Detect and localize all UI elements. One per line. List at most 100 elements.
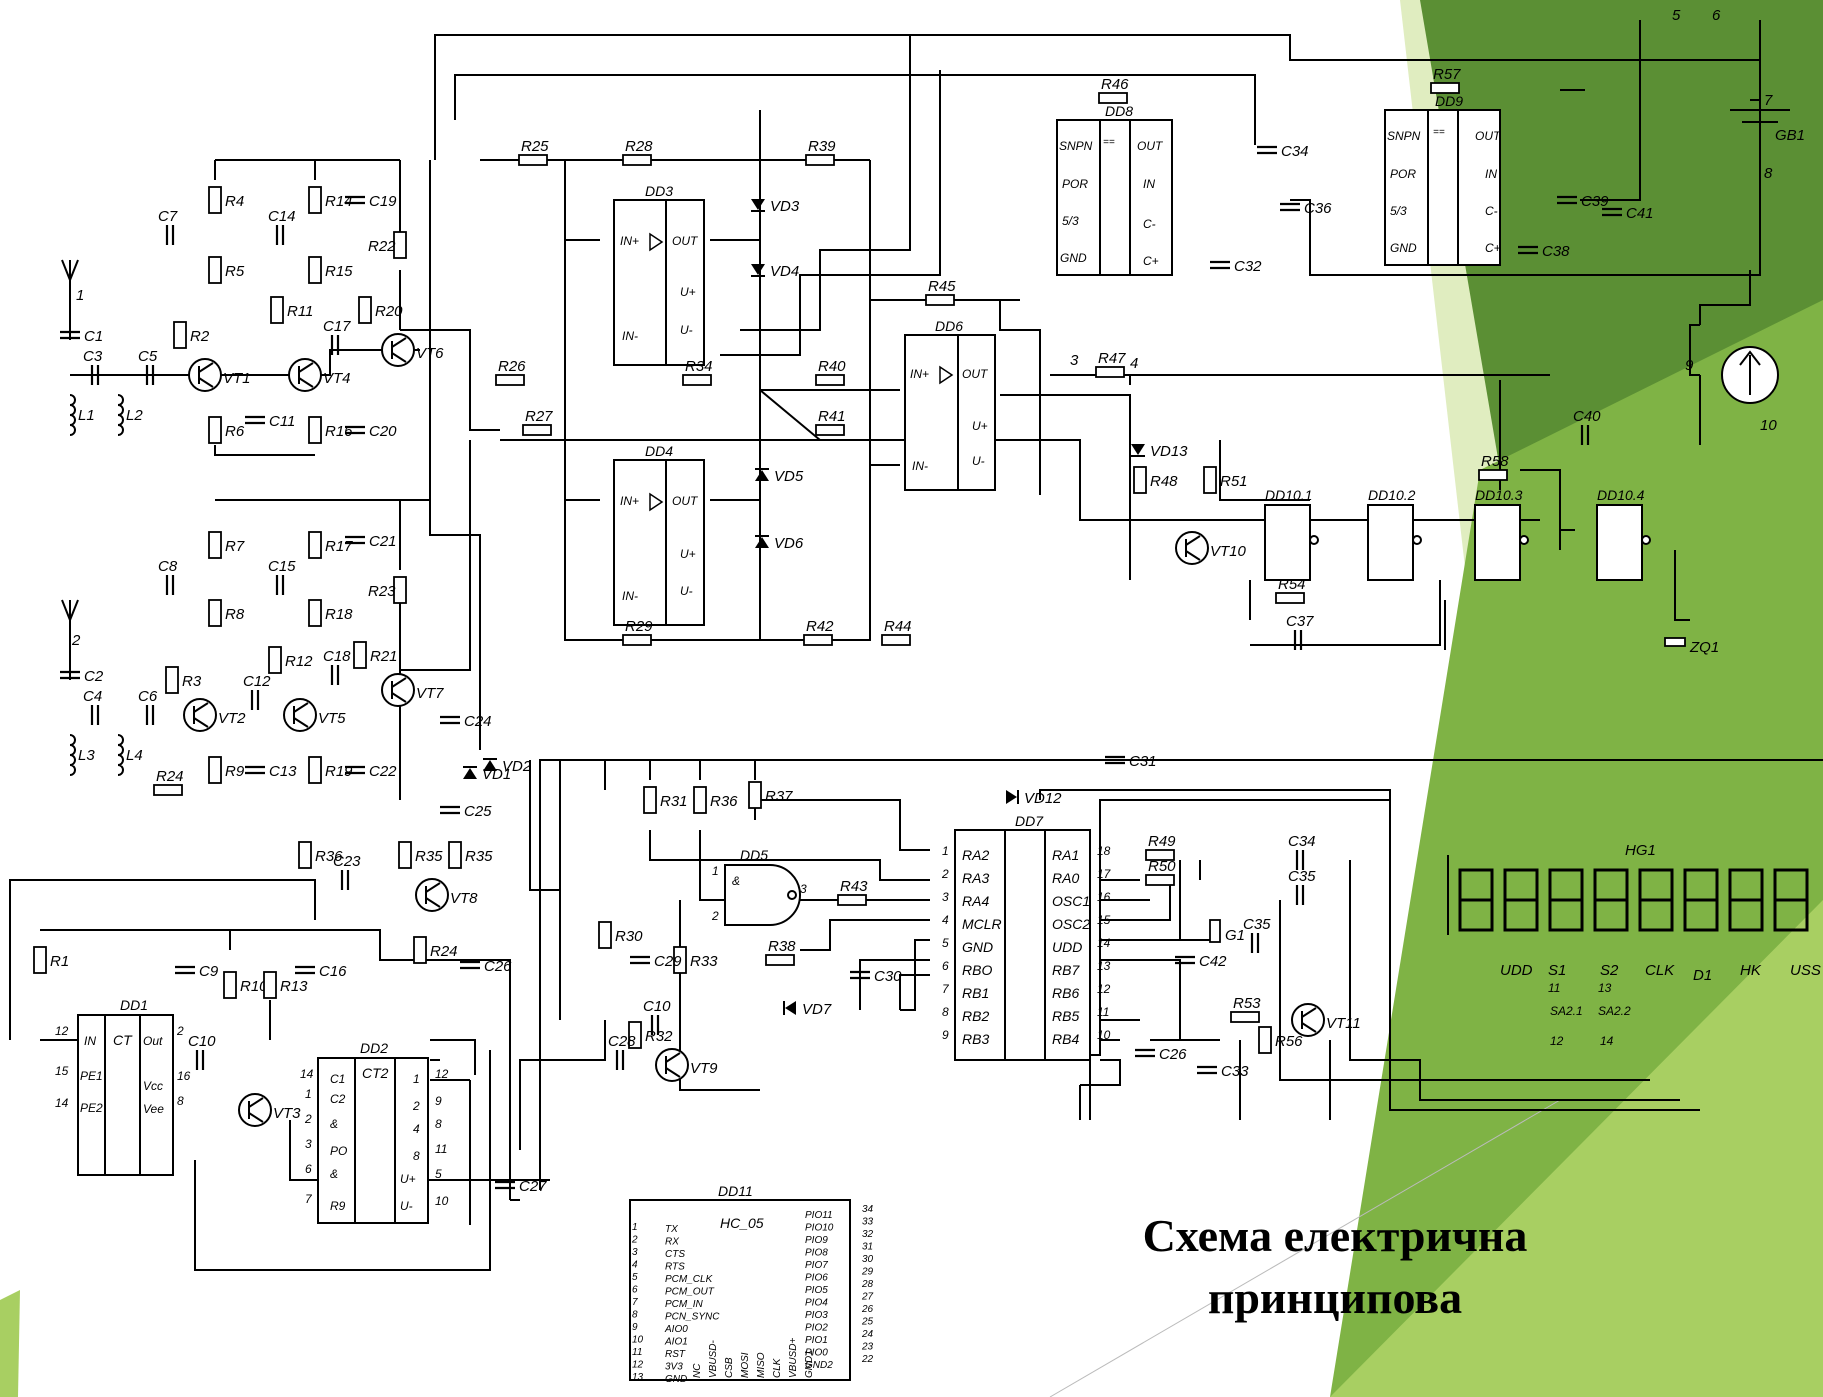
svg-text:OUT: OUT — [1137, 139, 1164, 153]
svg-text:DD8: DD8 — [1105, 103, 1133, 119]
capacitor-label: C26 — [1159, 1046, 1187, 1063]
deco-band-light — [1330, 900, 1823, 1397]
resistor-label: R35 — [465, 848, 493, 865]
svg-text:U+: U+ — [680, 285, 696, 299]
resistor-label: R50 — [1148, 858, 1176, 875]
svg-text:U+: U+ — [680, 547, 696, 561]
transistor-label: VT11 — [1326, 1015, 1361, 1032]
chip-dd9: DD9 SNPN POR 5/3 GND OUT IN C- C+ == — [1384, 93, 1502, 266]
svg-text:IN-: IN- — [622, 329, 638, 343]
svg-text:SA2.1: SA2.1 — [1550, 1004, 1583, 1018]
resistor-label: R12 — [285, 653, 313, 670]
capacitor-c41: C41 — [1602, 205, 1654, 222]
svg-text:2: 2 — [412, 1099, 420, 1113]
svg-text:U-: U- — [400, 1199, 413, 1213]
dd7-pin-num: 18 — [1097, 844, 1111, 858]
resistor-label: R48 — [1150, 473, 1178, 490]
dd7-pin-right: RB7 — [1052, 962, 1080, 978]
capacitor-label: C9 — [199, 963, 219, 980]
dd11-pin-num: 5 — [632, 1272, 638, 1283]
capacitor-label: C8 — [158, 558, 178, 575]
node-number: 3 — [1070, 352, 1079, 369]
capacitor-c1: C1 — [60, 328, 103, 345]
dd11-pin-right: PIO2 — [805, 1323, 828, 1334]
transistor-vt4: VT4 — [288, 358, 351, 392]
svg-text:10: 10 — [435, 1194, 449, 1208]
resistor-label: R24 — [430, 943, 458, 960]
dd7-pin-num: 2 — [941, 867, 949, 881]
dd11-pin-num: 26 — [861, 1304, 874, 1315]
capacitor-label: C10 — [643, 998, 671, 1015]
dd11-pin-left: AIO1 — [664, 1337, 688, 1348]
resistor-r33: R33 — [673, 946, 718, 974]
svg-text:5: 5 — [435, 1167, 442, 1181]
resistor-label: R24 — [156, 768, 184, 785]
resistor-label: R17 — [325, 538, 353, 555]
caption: Схема електрична принципова — [1130, 1205, 1540, 1329]
node-number: 5 — [1672, 7, 1681, 24]
dd11-pin-bottom: VBUSD- — [708, 1340, 719, 1378]
capacitor-c26: C26 — [460, 958, 512, 975]
current-source — [1721, 346, 1779, 404]
capacitor-label: C3 — [83, 348, 103, 365]
svg-text:DD3: DD3 — [645, 183, 673, 199]
dd11-pin-left: TX — [665, 1224, 678, 1235]
node-number: 4 — [1130, 355, 1138, 372]
resistor-r36: R36 — [298, 841, 343, 869]
dd7-pin-left: RB3 — [962, 1031, 989, 1047]
resistor-r38: R38 — [765, 938, 796, 966]
resistor-r18: R18 — [308, 599, 353, 627]
dd11-pin-left: PCN_SYNC — [665, 1312, 720, 1323]
dd7-pin-left: MCLR — [962, 916, 1002, 932]
dd7-pin-left: RB2 — [962, 1008, 989, 1024]
transistor-label: VT8 — [450, 890, 478, 907]
diode-label: VD3 — [770, 198, 800, 215]
dd7-pin-left: RB1 — [962, 985, 989, 1001]
diode-vd3: VD3 — [751, 198, 800, 215]
transistor-label: VT3 — [273, 1105, 301, 1122]
dd1-label: DD1 — [120, 997, 148, 1013]
svg-text:12: 12 — [435, 1067, 449, 1081]
dd1-pin-in: IN — [84, 1034, 96, 1048]
capacitor-c40: C40 — [1573, 408, 1601, 445]
dd11-pin-num: 29 — [861, 1267, 874, 1278]
display-digit — [1548, 868, 1584, 932]
dd11-pin-num: 4 — [632, 1260, 638, 1271]
chip-dd5: DD5 & 1 2 3 — [711, 847, 807, 926]
dd11-pin-right: PIO0 — [805, 1348, 828, 1359]
resistor-r15: R15 — [308, 256, 353, 284]
resistor-r51: R51 — [1203, 466, 1248, 494]
dd11-pin-right: PIO5 — [805, 1285, 828, 1296]
svg-text:IN: IN — [1143, 177, 1155, 191]
resistor-label: R8 — [225, 606, 245, 623]
capacitor-c15: C15 — [268, 558, 296, 595]
dd7-pin-num: 12 — [1097, 982, 1111, 996]
dd11-pin-num: 8 — [632, 1310, 638, 1321]
capacitor-c29: C29 — [630, 953, 682, 970]
dd11-pin-num: 13 — [632, 1372, 644, 1383]
svg-text:3: 3 — [305, 1137, 312, 1151]
diode-label: VD12 — [1024, 790, 1062, 807]
transistor-label: VT4 — [323, 370, 351, 387]
capacitor-label: C34 — [1288, 833, 1316, 850]
inductor-l3: L3 — [69, 734, 95, 776]
capacitor-label: C39 — [1581, 193, 1609, 210]
resistor-label: R49 — [1148, 833, 1176, 850]
capacitor-c9: C9 — [175, 963, 219, 980]
svg-text:6: 6 — [305, 1162, 312, 1176]
capacitor-c30: C30 — [850, 968, 902, 985]
svg-text:C2: C2 — [330, 1092, 346, 1106]
dd11-pin-num: 12 — [632, 1360, 644, 1371]
svg-text:12: 12 — [1550, 1034, 1564, 1048]
svg-text:14: 14 — [300, 1067, 314, 1081]
svg-text:DD5: DD5 — [740, 847, 768, 863]
dd7-pin-num: 11 — [1097, 1005, 1109, 1019]
capacitor-c8: C8 — [158, 558, 178, 595]
dd7-pin-left: RBO — [962, 962, 992, 978]
chip-pin-lists: RA21RA32RA43MCLR4GND5RBO6RB17RB28RB39RA1… — [631, 844, 1112, 1385]
capacitor-c21: C21 — [345, 533, 397, 550]
resistor-label: R4 — [225, 193, 244, 210]
